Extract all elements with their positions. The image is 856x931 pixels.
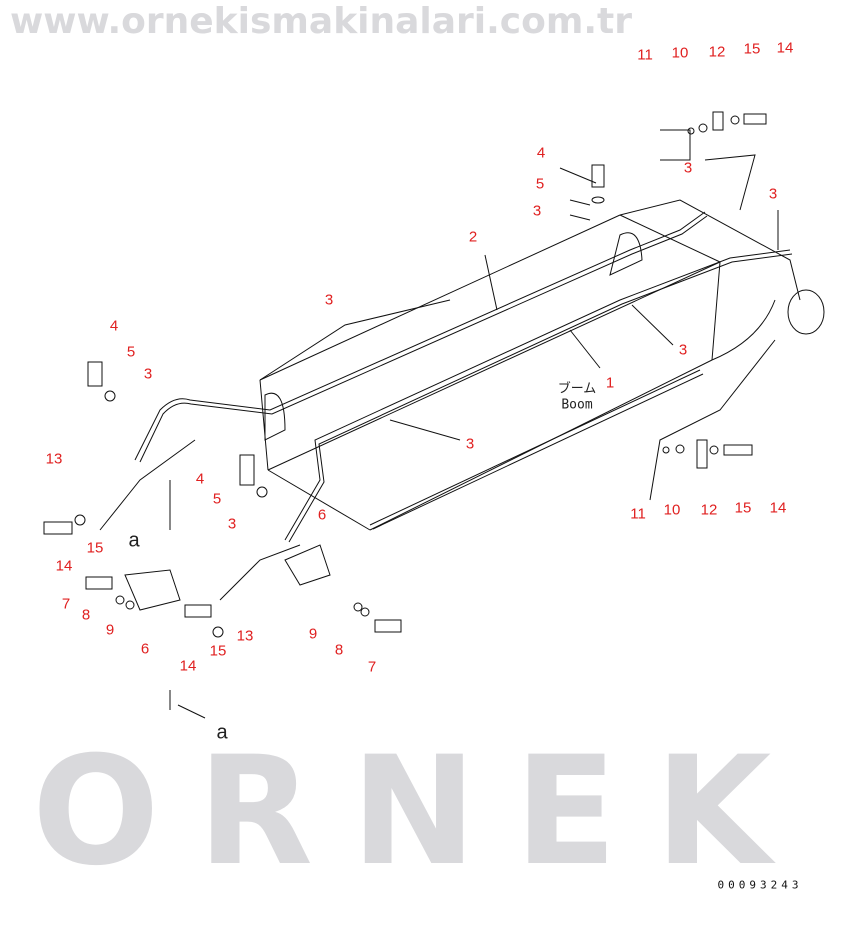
callout-11[interactable]: 11 [637,46,653,64]
callout-4[interactable]: 4 [536,144,546,162]
fasteners [43,111,767,638]
drawing-number: 00093243 [717,878,803,892]
callout-3[interactable]: 3 [324,291,334,309]
callout-3[interactable]: 3 [768,185,778,203]
callout-15[interactable]: 15 [734,499,752,517]
callout-10[interactable]: 10 [663,501,681,519]
callout-5[interactable]: 5 [126,343,136,361]
callout-5[interactable]: 5 [535,175,545,193]
callout-3[interactable]: 3 [143,365,153,383]
leader-lines [99,129,779,719]
callout-13[interactable]: 13 [45,450,63,468]
callout-1[interactable]: 1 [605,374,615,392]
callout-3[interactable]: 3 [678,341,688,359]
callout-15[interactable]: 15 [86,539,104,557]
view-a-marker: a [128,529,140,552]
view-a-label: a [216,721,228,744]
callout-2[interactable]: 2 [468,228,478,246]
callout-3[interactable]: 3 [532,202,542,220]
callout-8[interactable]: 8 [81,606,91,624]
callout-9[interactable]: 9 [308,625,318,643]
callout-10[interactable]: 10 [671,44,689,62]
callout-15[interactable]: 15 [743,40,761,58]
watermark-url: www.ornekismakinalari.com.tr [10,1,633,42]
callout-7[interactable]: 7 [61,595,71,613]
callout-13[interactable]: 13 [236,627,254,645]
callout-9[interactable]: 9 [105,621,115,639]
callout-11[interactable]: 11 [630,505,646,523]
callout-14[interactable]: 14 [179,657,197,675]
callout-6[interactable]: 6 [140,640,150,658]
boom-label-en: Boom [561,397,593,413]
callout-4[interactable]: 4 [195,470,205,488]
callout-12[interactable]: 12 [700,501,718,519]
callout-3[interactable]: 3 [227,515,237,533]
boom-outline [259,199,825,531]
callout-14[interactable]: 14 [776,39,794,57]
pipes [134,211,793,601]
callout-5[interactable]: 5 [212,490,222,508]
callout-7[interactable]: 7 [367,658,377,676]
callout-3[interactable]: 3 [465,435,475,453]
callout-3[interactable]: 3 [683,159,693,177]
callout-12[interactable]: 12 [708,43,726,61]
watermark-logo: ORNEK [32,725,810,899]
callout-14[interactable]: 14 [55,557,73,575]
callout-15[interactable]: 15 [209,642,227,660]
callout-6[interactable]: 6 [317,506,327,524]
callout-8[interactable]: 8 [334,641,344,659]
callout-14[interactable]: 14 [769,499,787,517]
callout-4[interactable]: 4 [109,317,119,335]
boom-label-jp: ブーム [557,381,597,397]
